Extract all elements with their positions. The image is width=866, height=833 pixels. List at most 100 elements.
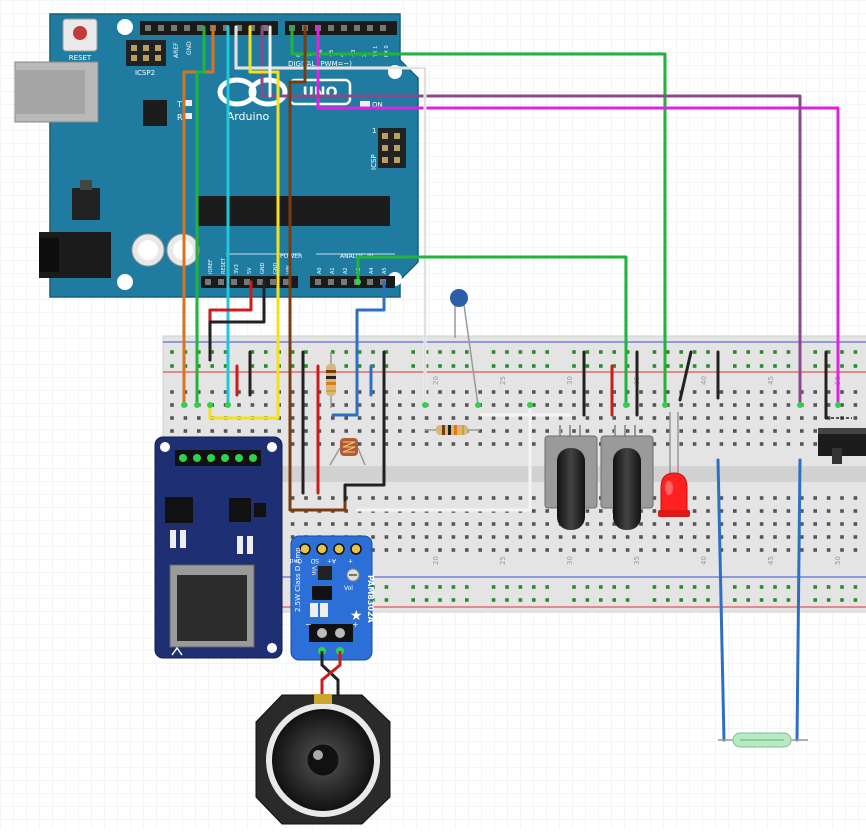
header-pin[interactable]	[197, 25, 203, 31]
breadboard-hole	[170, 403, 174, 407]
breadboard-hole	[826, 535, 831, 539]
breadboard-hole	[585, 522, 590, 526]
header-pin[interactable]	[236, 25, 242, 31]
header-pin[interactable]	[205, 279, 211, 285]
breadboard-rail-hole	[518, 350, 523, 354]
breadboard-hole	[706, 390, 710, 394]
header-pin[interactable]	[328, 25, 334, 31]
breadboard-hole	[304, 522, 308, 526]
slide-switch[interactable]	[818, 417, 866, 464]
header-pin[interactable]	[262, 25, 268, 31]
breadboard-hole	[746, 416, 750, 420]
potentiometer-2[interactable]	[600, 425, 654, 530]
led-red	[658, 412, 690, 517]
breadboard-rail-hole	[733, 364, 737, 368]
breadboard-hole	[813, 548, 817, 552]
header-pin[interactable]	[270, 279, 276, 285]
breadboard-hole	[692, 390, 697, 394]
breadboard-rail-hole	[666, 598, 670, 602]
arduino-uno: RESET ICSP2 1 ICSP	[14, 13, 419, 298]
header-pin[interactable]	[231, 279, 237, 285]
breadboard-hole	[733, 522, 737, 526]
breadboard-hole	[800, 548, 804, 552]
breadboard-hole	[250, 390, 255, 394]
header-pin[interactable]	[244, 279, 250, 285]
potentiometer-1[interactable]	[544, 425, 598, 530]
digital-pin-label: RX 0	[384, 45, 390, 57]
breadboard-rail-hole	[692, 350, 697, 354]
header-pin[interactable]	[184, 25, 190, 31]
header-pin[interactable]	[158, 25, 164, 31]
breadboard-hole	[786, 442, 791, 446]
breadboard-rail-hole	[746, 350, 750, 354]
breadboard-rail-hole	[411, 598, 415, 602]
breadboard-hole	[625, 416, 630, 420]
breadboard-hole	[545, 403, 549, 407]
breadboard-column-number: 45	[767, 376, 775, 385]
breadboard-hole	[625, 548, 630, 552]
breadboard-hole	[585, 403, 590, 407]
header-pin[interactable]	[354, 25, 360, 31]
usb-port-inner	[15, 70, 85, 114]
breadboard-hole	[331, 496, 335, 500]
terminal-screw[interactable]	[317, 628, 327, 638]
breadboard-hole	[853, 548, 858, 552]
breadboard-hole	[532, 535, 536, 539]
wire-green-led	[290, 25, 667, 407]
header-pin[interactable]	[223, 25, 229, 31]
breadboard-hole	[451, 390, 456, 394]
header-pin[interactable]	[145, 25, 151, 31]
amp-minus-label: −	[305, 620, 312, 629]
breadboard-rail-hole	[304, 364, 308, 368]
resistor-vertical	[326, 352, 336, 408]
breadboard-rail-hole	[599, 364, 603, 368]
breadboard-rail-hole	[679, 350, 683, 354]
breadboard-hole	[599, 522, 603, 526]
breadboard-hole	[398, 522, 402, 526]
header-pin[interactable]	[328, 279, 334, 285]
header-pin[interactable]	[367, 25, 373, 31]
breadboard-rail-hole	[545, 350, 549, 354]
breadboard-hole	[840, 390, 844, 394]
header-pin[interactable]	[283, 279, 289, 285]
terminal-screw[interactable]	[335, 628, 345, 638]
breadboard-hole	[853, 496, 858, 500]
breadboard-rail-hole	[853, 598, 858, 602]
header-pin[interactable]	[341, 25, 347, 31]
reset-button-cap[interactable]	[73, 26, 87, 40]
header-pin[interactable]	[249, 25, 255, 31]
breadboard-hole	[813, 522, 817, 526]
breadboard-hole	[652, 522, 657, 526]
header-pin[interactable]	[171, 25, 177, 31]
breadboard-rail-hole	[344, 350, 348, 354]
header-pin[interactable]	[315, 279, 321, 285]
speaker-tabs	[314, 694, 332, 704]
breadboard-hole	[532, 522, 536, 526]
breadboard-rail-hole	[652, 364, 657, 368]
breadboard-rail-hole	[733, 585, 737, 589]
breadboard-rail-hole	[451, 350, 456, 354]
breadboard-hole	[451, 403, 456, 407]
breadboard-column-number: 40	[700, 556, 708, 565]
breadboard-hole	[250, 429, 255, 433]
header-pin[interactable]	[341, 279, 347, 285]
breadboard-hole	[652, 442, 657, 446]
breadboard-hole	[505, 535, 509, 539]
analog-pin-label: A0	[317, 267, 323, 274]
breadboard-hole	[545, 509, 549, 513]
breadboard-hole	[371, 403, 375, 407]
breadboard-hole	[505, 442, 509, 446]
header-pin[interactable]	[380, 25, 386, 31]
breadboard-hole	[532, 548, 536, 552]
header-pin[interactable]	[218, 279, 224, 285]
breadboard-hole	[759, 390, 764, 394]
breadboard-rail-hole	[786, 350, 791, 354]
breadboard-hole	[491, 442, 496, 446]
breadboard-hole	[719, 416, 724, 420]
breadboard-hole	[398, 535, 402, 539]
breadboard-hole	[264, 429, 268, 433]
breadboard-hole	[371, 429, 375, 433]
breadboard-hole	[277, 429, 281, 433]
header-pin[interactable]	[367, 279, 373, 285]
header-pin[interactable]	[257, 279, 263, 285]
